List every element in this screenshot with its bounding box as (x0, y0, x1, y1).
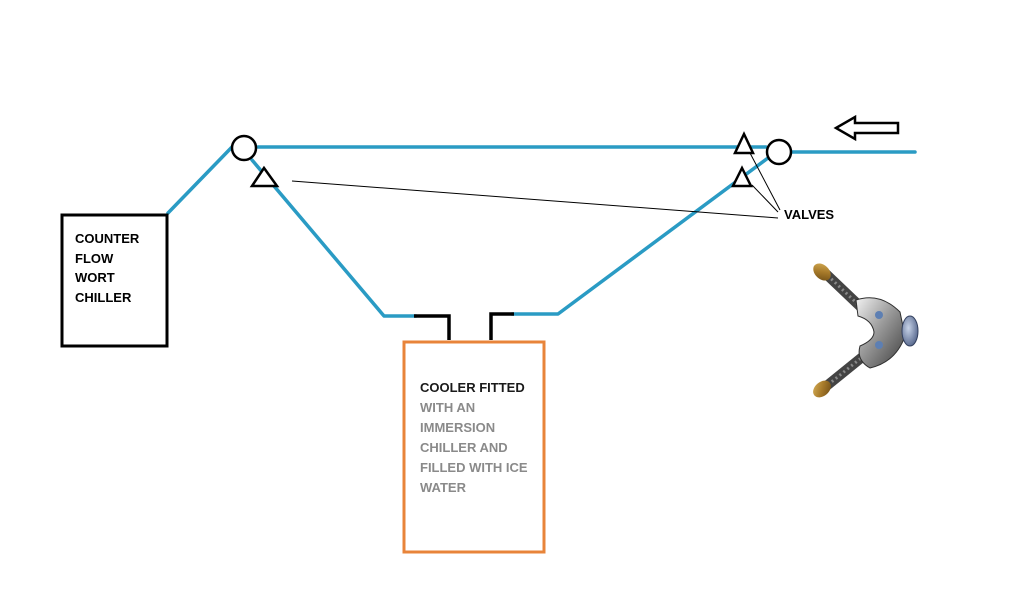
cooler-line-2: WITH AN (420, 400, 475, 415)
splitter-knob (901, 315, 919, 347)
counter-flow-line-2: FLOW (75, 251, 114, 266)
splitter-body (855, 297, 906, 369)
valves (249, 131, 755, 188)
pipe-right-down-to-cooler (510, 156, 770, 316)
cooler-stubs (414, 312, 514, 340)
inflow-arrow-icon (833, 114, 900, 142)
counter-flow-box (60, 213, 169, 348)
cooler-outlet-stub (489, 312, 514, 340)
cooler-inlet-stub (414, 314, 451, 340)
cooler-label: COOLER FITTED WITH AN IMMERSION CHILLER … (420, 380, 531, 495)
leader-line-bottom-right (751, 184, 779, 213)
cooler-line-3: IMMERSION (420, 420, 495, 435)
cooler-line-4: CHILLER AND (420, 440, 508, 455)
leader-line-left (291, 180, 779, 219)
leader-line-top-right (749, 152, 781, 211)
valve-triangle-icon-bottom-right (730, 165, 754, 188)
lower-arm (813, 349, 871, 398)
pipes (166, 145, 917, 318)
valve-triangle-icon-left (249, 165, 280, 188)
junction-circle-icon-left (230, 134, 258, 162)
cooler-box (402, 340, 546, 554)
cooler-line-1: COOLER FITTED (420, 380, 525, 395)
counter-flow-label: COUNTER FLOW WORT CHILLER (75, 231, 143, 305)
valves-label: VALVES (784, 207, 834, 222)
junction-circle-icon-right (765, 138, 793, 166)
pipe-to-counterflow (166, 145, 234, 215)
counter-flow-line-3: WORT (75, 270, 115, 285)
counter-flow-line-4: CHILLER (75, 290, 132, 305)
pipe-left-down-to-cooler (250, 158, 418, 318)
y-splitter-fitting-icon (813, 263, 919, 398)
cooler-line-6: WATER (420, 480, 467, 495)
valve-leader-lines (291, 152, 781, 219)
counter-flow-line-1: COUNTER (75, 231, 140, 246)
valve-triangle-icon-top-right (733, 131, 755, 155)
cooler-line-5: FILLED WITH ICE (420, 460, 528, 475)
